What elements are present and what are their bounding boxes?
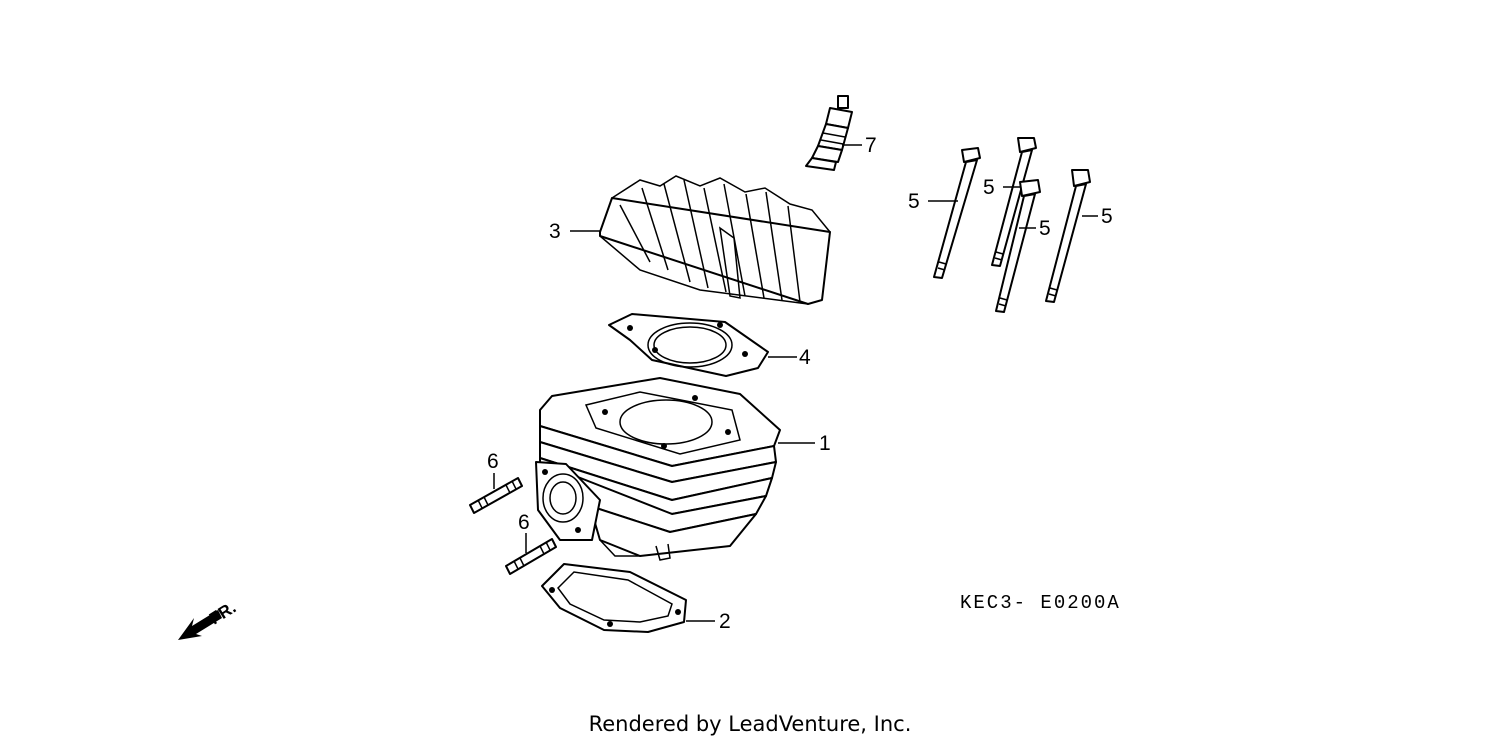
- spark-plug[interactable]: [805, 95, 853, 171]
- callout-1: 1: [819, 432, 831, 455]
- cylinder-head[interactable]: [599, 175, 831, 305]
- front-arrow-icon: [178, 610, 222, 640]
- callout-5c: 5: [1039, 217, 1051, 240]
- callout-5d: 5: [1101, 205, 1113, 228]
- callout-2: 2: [719, 610, 731, 633]
- bolt-b[interactable]: [991, 137, 1037, 267]
- callout-7: 7: [865, 134, 877, 157]
- bolt-c[interactable]: [995, 179, 1041, 313]
- stud-lower[interactable]: [505, 538, 557, 575]
- callout-6b: 6: [518, 511, 530, 534]
- stud-upper[interactable]: [469, 477, 523, 514]
- head-gasket[interactable]: [608, 313, 769, 377]
- bolt-d[interactable]: [1045, 169, 1091, 303]
- base-gasket[interactable]: [541, 563, 687, 633]
- callout-5a: 5: [908, 190, 920, 213]
- footer-credit: Rendered by LeadVenture, Inc.: [588, 712, 912, 736]
- callout-3: 3: [549, 220, 561, 243]
- diagram-code: KEC3- E0200A: [960, 592, 1121, 614]
- callout-6a: 6: [487, 450, 499, 473]
- callout-4: 4: [799, 346, 811, 369]
- callout-5b: 5: [983, 176, 995, 199]
- cylinder[interactable]: [535, 377, 781, 561]
- bolt-a[interactable]: [933, 147, 981, 279]
